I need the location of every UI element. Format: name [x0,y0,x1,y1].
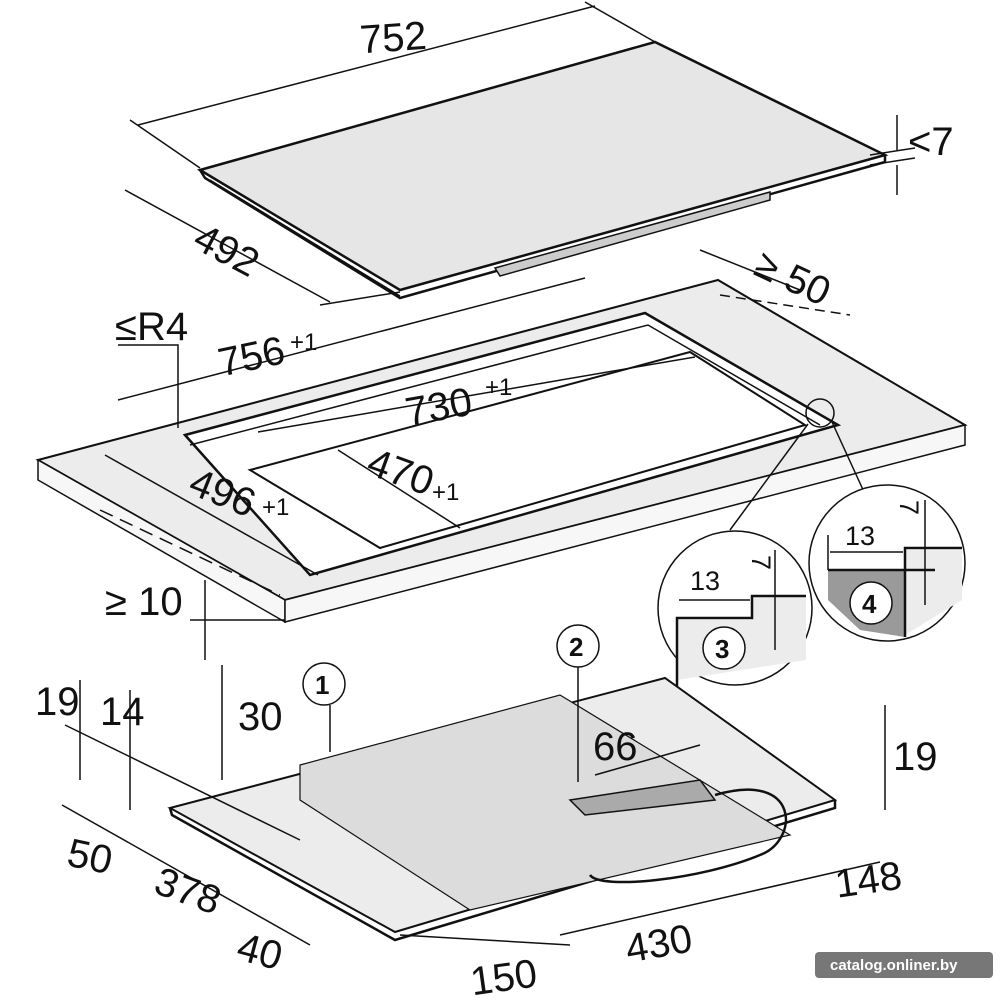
dim-496-tol: +1 [262,494,289,521]
dim-430: 430 [622,917,695,972]
detail-3-width: 13 [690,566,720,596]
front-clearance-label: ≥ 10 [105,580,183,624]
dim-19-right: 19 [893,735,938,779]
watermark-text: catalog.onliner.by [830,957,958,974]
hob-glass-top [196,40,889,300]
dim-66: 66 [593,725,638,769]
callout-2: 2 [556,624,600,782]
detail-3-depth: 7 [746,555,776,570]
callout-4-label: 4 [862,589,877,619]
callout-3-circle [702,626,746,670]
dim-19-left: 19 [35,680,80,724]
callout-4-circle [849,581,893,625]
dimension-752: 752 [129,1,656,169]
watermark: catalog.onliner.by [815,952,993,978]
dim-730-tol: +1 [485,374,512,401]
dim-756-tol: +1 [290,329,317,356]
dim-30: 30 [238,695,283,739]
dim-470-tol: +1 [432,479,459,506]
dim-150: 150 [468,951,540,1000]
hob-installed-side-view [167,676,838,942]
detail-4: 13 7 4 [808,484,966,642]
detail-3: 13 7 3 [657,530,813,690]
dim-40: 40 [233,925,287,979]
dim-14: 14 [100,690,145,734]
dim-thickness-label: <7 [908,120,954,164]
dim-50: 50 [63,831,116,883]
dim-752-label: 752 [358,14,428,63]
dim-148: 148 [832,854,904,907]
rear-clearance-label: ≥ 50 [748,242,837,315]
detail-4-width: 13 [845,521,875,551]
dim-756-label: 756 [214,328,288,385]
worktop [35,278,968,624]
dim-378: 378 [149,859,227,923]
callout-3-label: 3 [715,634,729,664]
corner-radius-label: ≤R4 [115,305,188,349]
callout-1-label: 1 [315,670,329,700]
dim-492-label: 492 [187,216,267,286]
callout-1: 1 [302,662,346,752]
dimension-thickness: <7 [869,115,954,195]
detail-4-depth: 7 [894,500,924,515]
callout-2-label: 2 [569,632,583,662]
